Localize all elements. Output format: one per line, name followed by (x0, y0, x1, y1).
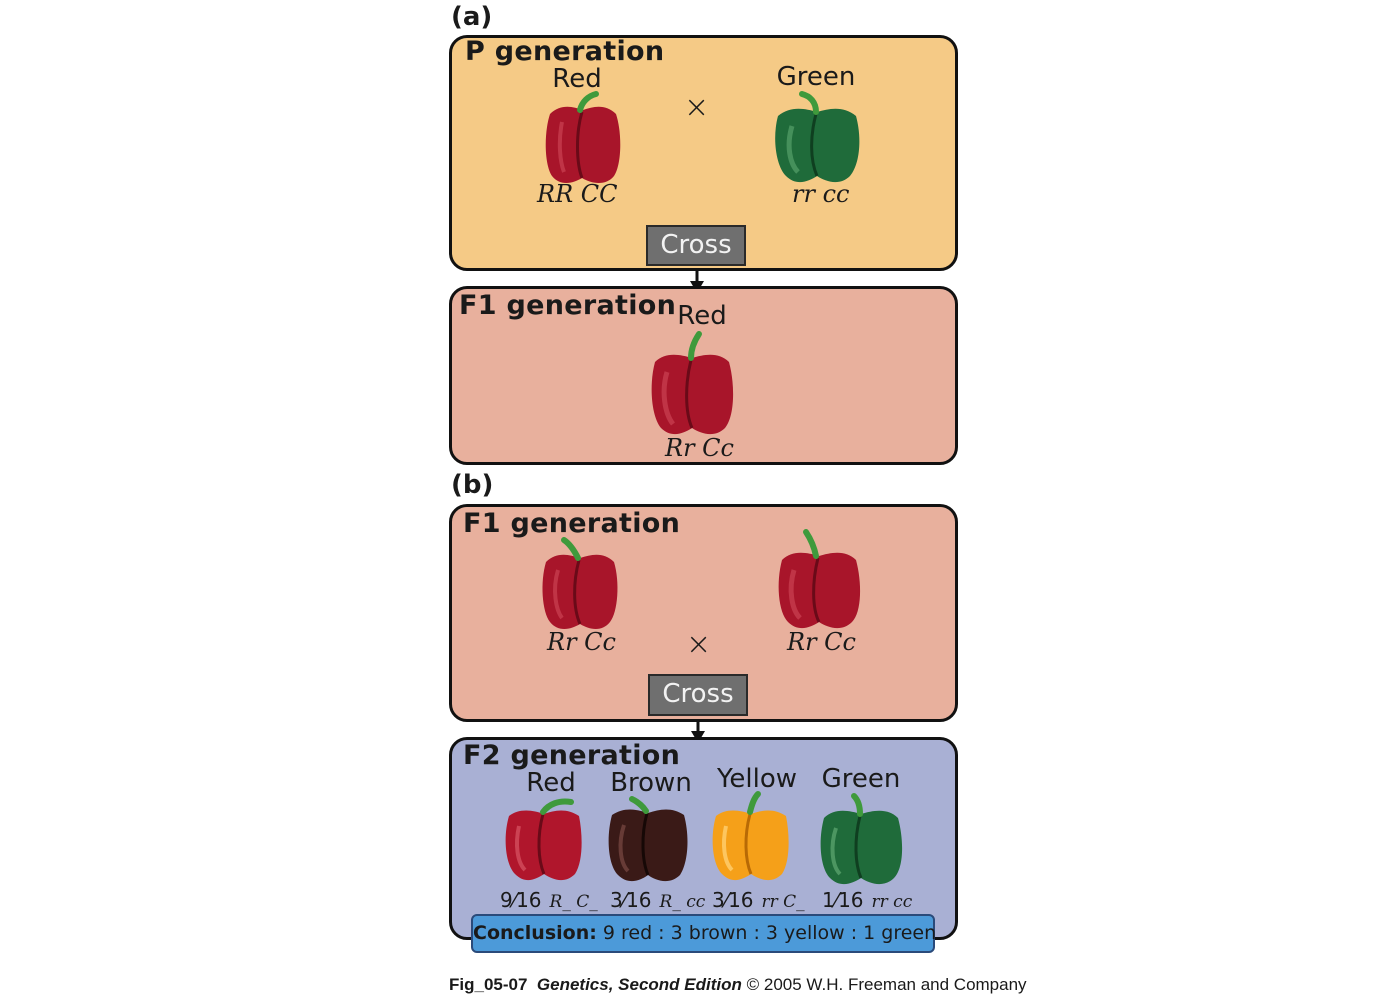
part-b-label: (b) (451, 470, 494, 500)
f2-red-phenotype: Red (526, 768, 576, 798)
f1-generation-title-b: F1 generation (463, 508, 681, 539)
f2-green-fraction: 1⁄16 (822, 888, 864, 912)
f2-red-pepper-image (505, 798, 582, 881)
red-pepper-image (545, 91, 621, 183)
f2-brown-fraction: 3⁄16 (610, 888, 652, 912)
f2-yellow-ratio: 3⁄16 rr C_ (712, 888, 805, 912)
p-generation-title: P generation (465, 36, 665, 67)
f2-brown-genotype: R_ cc (659, 892, 706, 912)
f2-green-pepper-image (820, 793, 903, 885)
f2-red-ratio: 9⁄16 R_ C_ (500, 888, 598, 912)
conclusion-label: Conclusion: (473, 922, 597, 944)
f2-red-genotype: R_ C_ (549, 892, 598, 912)
f2-green-phenotype: Green (821, 764, 901, 794)
p-green-genotype: rr cc (792, 180, 850, 208)
figure-caption: Fig_05-07 Genetics, Second Edition © 200… (449, 975, 1027, 995)
f2-brown-pepper-image (608, 796, 688, 882)
f1-right-red-pepper-image (778, 529, 861, 629)
f2-generation-title: F2 generation (463, 740, 681, 771)
f1-left-red-pepper-image (542, 537, 618, 629)
f1-cross-box: Cross (648, 674, 748, 716)
f2-yellow-genotype: rr C_ (761, 892, 805, 912)
f2-yellow-phenotype: Yellow (716, 764, 798, 794)
p-green-phenotype: Green (776, 62, 856, 92)
p-cross-box: Cross (646, 225, 746, 266)
f2-brown-ratio: 3⁄16 R_ cc (610, 888, 705, 912)
copyright-text: © 2005 W.H. Freeman and Company (746, 975, 1027, 994)
f2-yellow-pepper-image (712, 791, 789, 881)
f2-brown-phenotype: Brown (610, 768, 692, 798)
f1-cross-symbol: × (686, 627, 712, 662)
f1-generation-title-a: F1 generation (459, 290, 677, 321)
conclusion-text: 9 red : 3 brown : 3 yellow : 1 green (602, 922, 937, 944)
f1-genotype-a: Rr Cc (665, 434, 734, 462)
f2-yellow-fraction: 3⁄16 (712, 888, 754, 912)
p-red-phenotype: Red (552, 64, 602, 94)
p-red-genotype: RR CC (537, 180, 618, 208)
f2-green-genotype: rr cc (871, 892, 913, 912)
f2-green-ratio: 1⁄16 rr cc (822, 888, 912, 912)
book-title: Genetics, Second Edition (536, 975, 742, 994)
f1-red-pepper-image (651, 331, 734, 435)
p-cross-symbol: × (684, 90, 710, 125)
green-pepper-image (775, 91, 860, 183)
part-a-label: (a) (451, 2, 493, 32)
conclusion-box: Conclusion: 9 red : 3 brown : 3 yellow :… (471, 914, 937, 953)
figure-id: Fig_05-07 (449, 975, 528, 994)
f1-left-genotype: Rr Cc (547, 628, 616, 656)
f1-right-genotype: Rr Cc (787, 628, 856, 656)
f2-red-fraction: 9⁄16 (500, 888, 542, 912)
f1-red-phenotype: Red (677, 301, 727, 331)
